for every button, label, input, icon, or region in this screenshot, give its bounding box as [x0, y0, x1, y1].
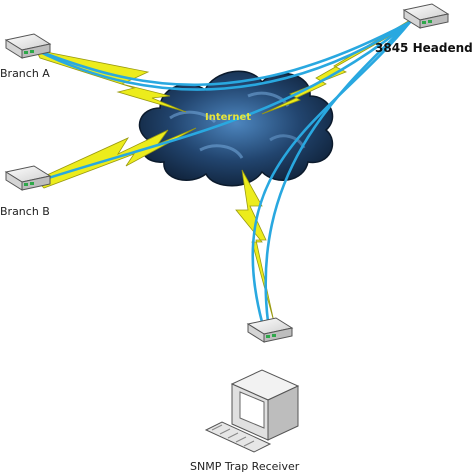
workstation-icon — [204, 369, 300, 453]
router-branch-a — [4, 33, 52, 59]
router-branch-b — [4, 165, 52, 191]
branch-a-label: Branch A — [0, 67, 50, 80]
tunnel-headend-snmp-2 — [251, 20, 412, 324]
tunnel-headend-snmp — [264, 20, 412, 324]
internet-label: Internet — [205, 112, 252, 123]
tunnel-branch-a-headend-2 — [34, 20, 412, 91]
headend-label: 3845 Headend — [375, 41, 473, 55]
tunnel-lines — [34, 20, 412, 324]
router-headend — [402, 3, 450, 29]
tunnel-branch-a-headend — [34, 20, 412, 87]
router-snmp-site — [246, 317, 294, 343]
tunnel-branch-b-headend — [34, 20, 412, 184]
snmp-receiver-label: SNMP Trap Receiver — [190, 460, 300, 473]
branch-b-label: Branch B — [0, 205, 50, 218]
